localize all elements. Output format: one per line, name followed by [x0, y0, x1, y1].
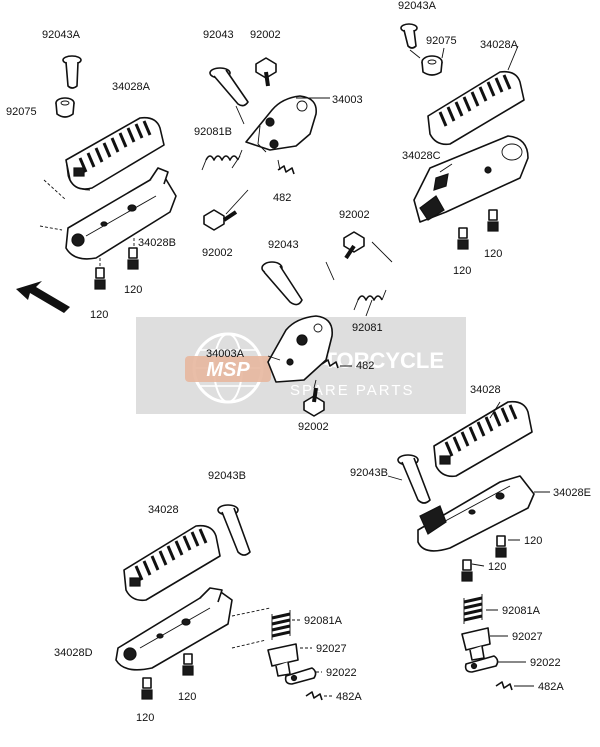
label-92075-tl: 92075	[6, 106, 37, 118]
footpeg-34028d	[115, 587, 233, 671]
bolt-120-d	[487, 209, 499, 232]
label-92027-br: 92027	[512, 631, 543, 643]
label-92043a-tl: 92043A	[42, 29, 81, 41]
label-92081b: 92081B	[194, 126, 232, 138]
footpeg-34028b	[65, 167, 177, 260]
label-34028-br: 34028	[470, 384, 501, 396]
bolt-120-f	[182, 653, 194, 676]
bolt-120-e	[141, 677, 153, 700]
label-92081a-br: 92081A	[502, 605, 541, 617]
bolt-92002-lower	[203, 209, 238, 231]
label-92022-br: 92022	[530, 657, 561, 669]
footpeg-rubber-34028a	[65, 116, 165, 191]
label-92027-bl: 92027	[316, 643, 347, 655]
label-34028e: 34028E	[553, 487, 591, 499]
footpeg-34028c	[413, 135, 529, 223]
pin-92043-mid	[261, 261, 303, 306]
label-482-tc: 482	[273, 192, 291, 204]
bolt-92002-top	[255, 57, 277, 87]
label-120-bl-a: 120	[136, 712, 154, 724]
spring-92081b	[201, 149, 243, 171]
plate-92022-right	[464, 655, 499, 673]
label-120-tr-a: 120	[453, 265, 471, 277]
label-120-tl-b: 120	[124, 284, 142, 296]
bolt-120-h	[461, 559, 473, 582]
label-482a-bl: 482A	[336, 691, 362, 703]
top-left-assembly	[39, 55, 177, 290]
bottom-right-assembly	[387, 400, 550, 691]
footpeg-rubber-34028a-right	[427, 70, 525, 146]
label-34028a-tl: 34028A	[112, 81, 151, 93]
label-92081a-bl: 92081A	[304, 615, 343, 627]
label-34028-bl: 34028	[148, 504, 179, 516]
label-120-bl-b: 120	[178, 691, 196, 703]
middle-assembly	[261, 231, 393, 417]
bolt-120-g	[495, 535, 507, 558]
footpeg-rubber-34028	[123, 524, 221, 602]
label-92002-mid: 92002	[339, 209, 370, 221]
label-92081-mid: 92081	[352, 322, 383, 334]
pin-92043b-right	[397, 454, 431, 504]
footpeg-34028e	[417, 475, 535, 552]
label-482a-br: 482A	[538, 681, 564, 693]
label-482-mid: 482	[356, 360, 374, 372]
bolt-120-b	[127, 247, 139, 270]
label-120-br-a: 120	[524, 535, 542, 547]
label-34028c: 34028C	[402, 150, 441, 162]
label-92043b-br: 92043B	[350, 467, 388, 479]
bushing-92027-left	[267, 643, 299, 677]
bolt-120-a	[94, 267, 106, 290]
spring-92081a-left	[271, 610, 291, 640]
label-34028a-tr: 34028A	[480, 39, 519, 51]
pin-92043b-left	[217, 504, 251, 556]
spring-482-mid	[321, 359, 339, 369]
collar-92075-right	[421, 55, 443, 76]
watermark-line2: SPARE PARTS	[290, 382, 415, 399]
top-center-assembly	[201, 57, 330, 231]
spring-482a-right	[495, 681, 513, 691]
label-92043-mid: 92043	[268, 239, 299, 251]
label-120-tl-a: 120	[90, 309, 108, 321]
spring-92081	[353, 289, 387, 311]
label-92002-mid-b: 92002	[298, 421, 329, 433]
spring-482a-left	[305, 691, 323, 701]
bolt-120-c	[457, 227, 469, 250]
collar-92075	[55, 97, 75, 118]
footpeg-rubber-34028-right	[433, 400, 533, 478]
bolt-92002-mid	[343, 231, 365, 260]
top-right-assembly	[400, 23, 529, 250]
bolt-92002-mid-lower	[303, 387, 325, 417]
bracket-34003	[245, 95, 317, 153]
pin-92043a-right	[400, 23, 418, 49]
label-34003: 34003	[332, 94, 363, 106]
bushing-92027-right	[461, 627, 491, 661]
label-120-tr-b: 120	[484, 248, 502, 260]
label-92043-tc: 92043	[203, 29, 234, 41]
front-direction-arrow-icon	[16, 281, 70, 313]
label-92043b-bl: 92043B	[208, 470, 246, 482]
bottom-left-assembly	[115, 504, 332, 701]
pin-92043	[209, 67, 249, 107]
pin-92043a	[62, 55, 82, 89]
label-34028b: 34028B	[138, 237, 176, 249]
label-34028d: 34028D	[54, 647, 93, 659]
label-92043a-tr: 92043A	[398, 0, 437, 12]
spring-482	[277, 165, 295, 175]
part-labels: 92043A 92075 34028A 34028B 120 120 92043…	[6, 0, 591, 724]
plate-92022-left	[284, 667, 317, 685]
label-120-br-b: 120	[488, 561, 506, 573]
bracket-34003a	[267, 315, 333, 383]
spring-92081a-right	[463, 594, 483, 624]
watermark-logo-text: MSP	[206, 359, 250, 381]
label-92022-bl: 92022	[326, 667, 357, 679]
label-92002-tc: 92002	[250, 29, 281, 41]
watermark-logo: MSP	[185, 332, 271, 404]
label-92002-tc-b: 92002	[202, 247, 233, 259]
label-34003a: 34003A	[206, 348, 245, 360]
label-92075-tr: 92075	[426, 35, 457, 47]
